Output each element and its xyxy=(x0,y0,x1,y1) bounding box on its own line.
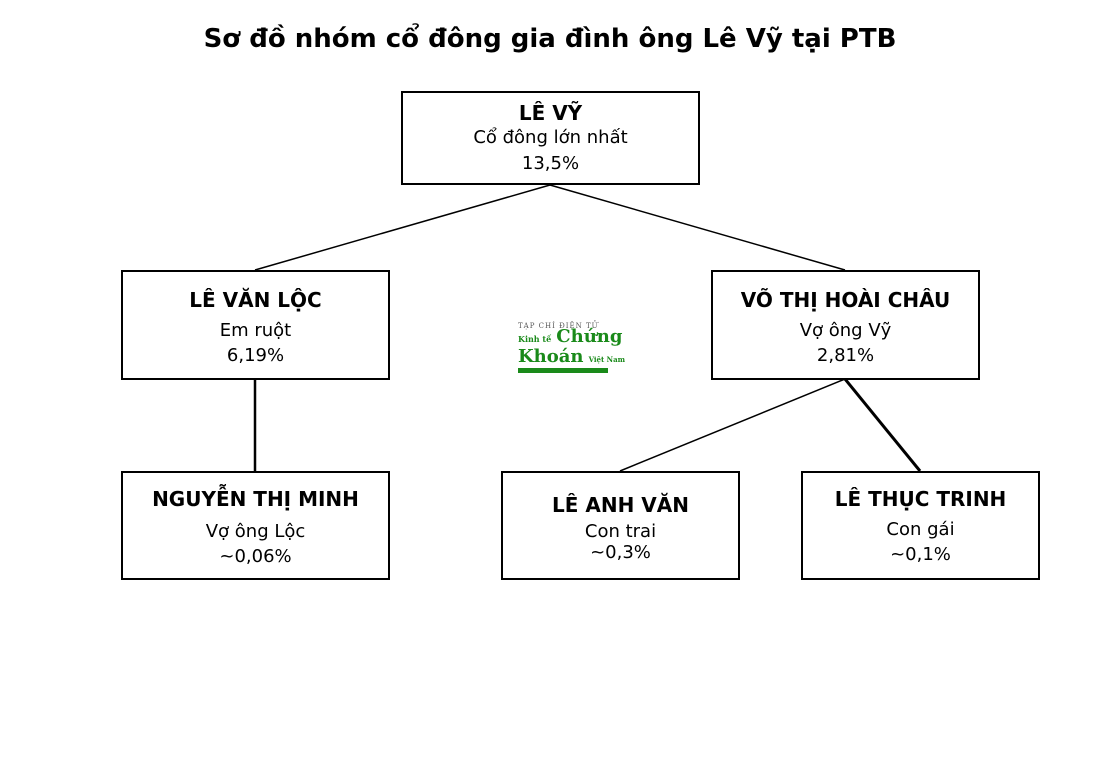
node-percent: ~0,1% xyxy=(890,544,951,565)
node-name: LÊ THỤC TRINH xyxy=(834,487,1007,511)
node-role: Vợ ông Vỹ xyxy=(799,320,892,341)
logo-text: Chứng xyxy=(556,326,623,347)
edge-root-loc xyxy=(254,184,551,271)
node-role: Con gái xyxy=(886,519,955,540)
edge-root-chau xyxy=(549,184,846,271)
node-le-thuc-trinh: LÊ THỤC TRINH Con gái ~0,1% xyxy=(801,471,1040,580)
node-le-vy: LÊ VỸ Cổ đông lớn nhất 13,5% xyxy=(401,91,700,185)
logo-text: TẠP CHÍ ĐIỆN TỬ xyxy=(518,322,599,330)
node-percent: 13,5% xyxy=(521,153,580,174)
logo-bar xyxy=(518,368,608,373)
node-name: NGUYỄN THỊ MINH xyxy=(152,487,359,511)
node-le-anh-van: LÊ ANH VĂN Con trai ~0,3% xyxy=(501,471,740,580)
edge-chau-van xyxy=(619,378,846,472)
node-percent: ~0,06% xyxy=(219,546,292,567)
node-vo-thi-hoai-chau: VÕ THỊ HOÀI CHÂU Vợ ông Vỹ 2,81% xyxy=(711,270,980,380)
diagram-title: Sơ đồ nhóm cổ đông gia đình ông Lê Vỹ tạ… xyxy=(203,24,897,54)
watermark-logo: TẠP CHÍ ĐIỆN TỬ Kinh tế Chứng Khoán Việt… xyxy=(518,318,625,373)
node-name: LÊ VĂN LỘC xyxy=(189,288,322,312)
edge-chau-trinh xyxy=(843,378,922,472)
node-percent: 6,19% xyxy=(226,345,285,366)
node-name: LÊ ANH VĂN xyxy=(552,493,689,517)
node-nguyen-thi-minh: NGUYỄN THỊ MINH Vợ ông Lộc ~0,06% xyxy=(121,471,390,580)
logo-text: Kinh tế xyxy=(518,334,552,344)
node-role: Cổ đông lớn nhất xyxy=(473,127,628,148)
node-le-van-loc: LÊ VĂN LỘC Em ruột 6,19% xyxy=(121,270,390,380)
node-role: Em ruột xyxy=(219,320,292,341)
node-percent: ~0,3% xyxy=(590,542,651,563)
node-percent: 2,81% xyxy=(816,345,875,366)
node-role: Con trai xyxy=(584,521,657,542)
logo-text: Việt Nam xyxy=(588,355,626,364)
node-name: VÕ THỊ HOÀI CHÂU xyxy=(740,288,951,312)
node-role: Vợ ông Lộc xyxy=(205,521,306,542)
node-name: LÊ VỸ xyxy=(518,101,583,125)
logo-text: Khoán xyxy=(518,346,584,367)
